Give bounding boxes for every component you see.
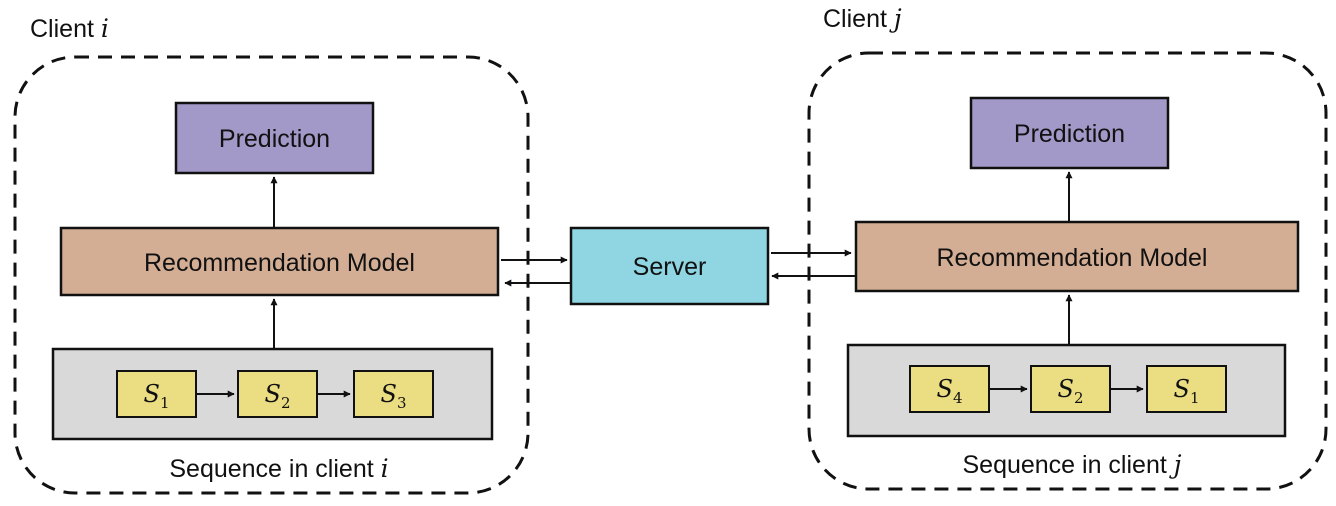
client-i-item-2 <box>237 370 318 418</box>
client-j-item-3-label: S1 <box>1174 375 1200 407</box>
client-i-item-1-label: S1 <box>144 380 170 412</box>
client-j-boundary <box>807 51 1328 491</box>
client-j-group: Client j Prediction Recommendation Model… <box>807 4 1328 491</box>
client-j-title: Client j <box>823 4 902 33</box>
client-i-prediction-box <box>174 101 375 175</box>
client-j-model-box <box>854 220 1300 293</box>
client-j-item-2 <box>1030 365 1111 413</box>
client-i-item-3-label: S3 <box>381 380 407 412</box>
client-j-sequence-caption: Sequence in client j <box>962 450 1181 479</box>
server-box <box>569 226 770 306</box>
client-i-item-3 <box>353 370 434 418</box>
server-label: Server <box>633 253 707 281</box>
client-i-boundary <box>13 55 530 495</box>
client-j-prediction-box <box>969 96 1170 170</box>
client-i-item-2-label: S2 <box>265 380 291 412</box>
client-i-item-1 <box>116 370 197 418</box>
client-j-item-3 <box>1146 365 1227 413</box>
client-i-model-box <box>59 226 500 297</box>
client-j-model-label: Recommendation Model <box>937 244 1208 272</box>
client-j-item-1-label: S4 <box>937 375 963 407</box>
client-i-group: Client i Prediction Recommendation Model… <box>13 14 530 495</box>
client-i-prediction-label: Prediction <box>219 125 330 153</box>
server-group: Server <box>501 226 855 306</box>
client-j-prediction-label: Prediction <box>1014 120 1125 148</box>
client-i-sequence-caption: Sequence in client i <box>169 454 388 483</box>
client-j-item-2-label: S2 <box>1058 375 1084 407</box>
client-i-title: Client i <box>30 14 109 43</box>
client-i-model-label: Recommendation Model <box>144 249 415 277</box>
